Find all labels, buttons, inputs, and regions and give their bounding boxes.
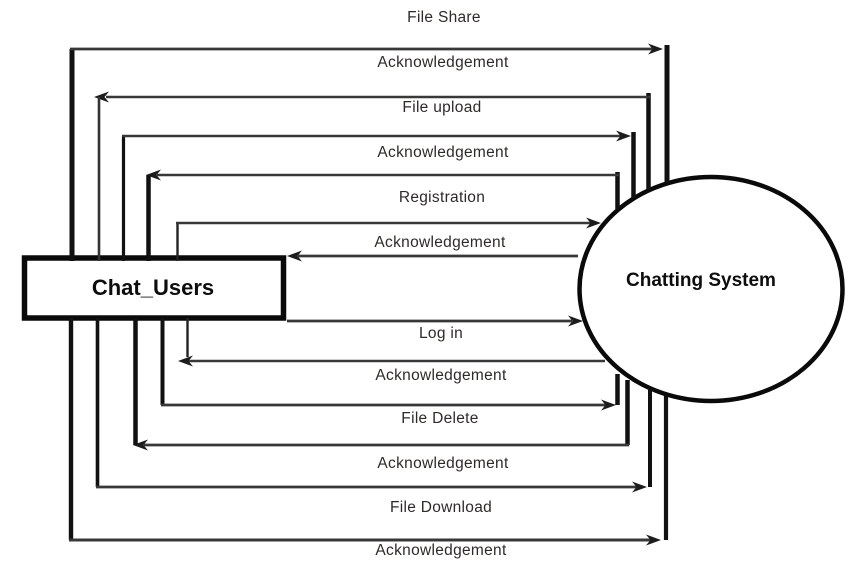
chatting-system-circle: [577, 174, 845, 404]
message-label-file-share: File Share: [407, 9, 481, 26]
message-label-file-delete: File Delete: [401, 410, 479, 427]
ack-file-share-arrowhead: [94, 91, 109, 103]
file-delete-arrowhead: [601, 399, 616, 411]
message-label-acknowledgement: Acknowledgement: [377, 54, 509, 71]
message-label-log-in: Log in: [418, 325, 464, 342]
ack-registration-arrowhead: [287, 250, 302, 262]
ack-file-download-arrowhead: [646, 534, 661, 546]
message-label-file-upload: File upload: [402, 99, 482, 116]
registration-arrowhead: [586, 217, 601, 229]
log-in-arrow: [287, 315, 583, 327]
ack-log-in-arrow: [178, 318, 605, 367]
ack-file-upload-arrowhead: [146, 169, 161, 181]
ack-file-upload-arrow: [146, 169, 620, 261]
ack-file-download-arrow: [68, 318, 669, 546]
message-label-acknowledgement: Acknowledgement: [375, 542, 507, 559]
message-label-registration: Registration: [398, 189, 486, 206]
ack-registration-arrow: [287, 250, 578, 262]
chatting-system-label: Chatting System: [626, 270, 776, 291]
message-label-file-download: File Download: [389, 499, 493, 516]
file-upload-arrowhead: [616, 130, 631, 142]
ack-file-delete-arrowhead: [133, 439, 148, 451]
file-download-arrowhead: [632, 481, 647, 493]
file-share-arrow: [69, 43, 670, 261]
message-label-acknowledgement: Acknowledgement: [374, 234, 506, 251]
file-delete-arrow: [160, 318, 620, 411]
message-label-acknowledgement: Acknowledgement: [377, 455, 509, 472]
registration-arrow: [176, 217, 601, 261]
file-upload-arrow: [121, 130, 636, 261]
ack-log-in-arrowhead: [178, 355, 193, 367]
ack-file-share-arrow: [94, 91, 651, 261]
chat-users-label: Chat_Users: [91, 275, 215, 300]
message-label-acknowledgement: Acknowledgement: [375, 367, 507, 384]
ack-file-delete-arrow: [133, 318, 630, 451]
file-download-arrow: [95, 318, 652, 493]
file-share-arrowhead: [648, 43, 663, 55]
log-in-arrowhead: [568, 315, 583, 327]
chat-users-box: [21, 255, 287, 321]
message-label-acknowledgement: Acknowledgement: [377, 144, 509, 161]
